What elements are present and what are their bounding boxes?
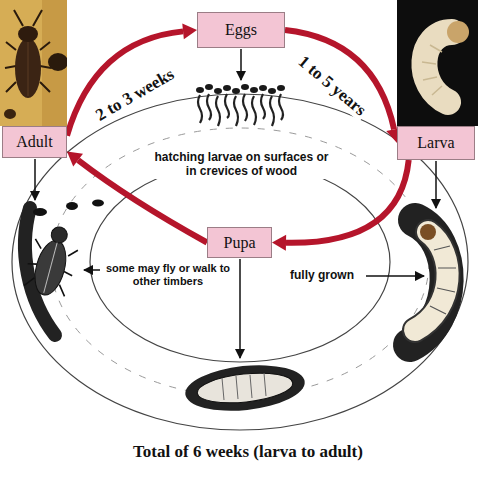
pointer-arrow <box>240 49 242 80</box>
exit-hole <box>4 109 16 119</box>
cycle-arrow-head <box>272 235 286 251</box>
note-text: fully grown <box>290 268 354 282</box>
beetle-photo <box>0 0 67 126</box>
beetle-head <box>49 225 69 245</box>
stage-box: Pupa <box>207 227 272 258</box>
pointer-arrow <box>435 161 437 208</box>
cycle-arrow <box>285 30 402 143</box>
larva-segments <box>430 246 456 314</box>
hatching-larvae <box>198 94 283 126</box>
wood-ring-inner <box>90 162 390 362</box>
larva-segments <box>422 45 442 95</box>
wood-surface <box>42 0 67 126</box>
beetle-body <box>15 38 41 98</box>
larva-photo-body <box>424 32 452 102</box>
larva-photo-head <box>447 21 469 43</box>
egg-cluster <box>196 84 285 94</box>
stage-name: Pupa <box>224 234 256 252</box>
stage-box: Larva <box>397 126 475 160</box>
duration-label: 2 to 3 weeks <box>90 63 179 126</box>
pupa-drawing <box>196 369 294 407</box>
cycle-arrow <box>67 23 197 135</box>
larva-tunnel <box>410 220 447 345</box>
cycle-arrow-head <box>182 23 197 39</box>
pointer-arrow <box>239 259 241 358</box>
beetle-body <box>30 237 72 298</box>
cycle-arrow-head <box>67 152 83 167</box>
beetle-head <box>18 26 38 42</box>
exit-hole <box>33 208 47 216</box>
stage-box: Eggs <box>197 12 285 48</box>
stage-name: Eggs <box>225 21 257 39</box>
stage-box: Adult <box>2 126 67 158</box>
pupa-segments <box>222 373 266 400</box>
adult-beetle-drawing <box>21 221 84 301</box>
note-text: some may fly or walk to other timbers <box>104 262 232 288</box>
beetle-wing-line <box>28 42 29 96</box>
exit-hole <box>66 202 78 210</box>
cycle-arrow-shaft <box>67 31 183 135</box>
pointer-arrow <box>84 269 100 271</box>
stage-name: Larva <box>417 134 454 152</box>
note-text: Total of 6 weeks (larva to adult) <box>90 442 406 462</box>
wood-surface <box>0 0 67 126</box>
beetle-wing-line <box>44 243 57 293</box>
note-text: hatching larvae on surfaces or in crevic… <box>149 150 334 179</box>
exit-hole <box>92 200 104 207</box>
wood-grain <box>51 128 429 396</box>
larva-drawing <box>415 232 448 330</box>
pointer-arrow <box>34 159 36 200</box>
cycle-arrow-shaft <box>285 30 394 129</box>
pointer-arrow <box>366 275 424 277</box>
larva-photo <box>397 0 478 126</box>
larva-outline <box>415 232 448 330</box>
larva-head <box>420 224 436 240</box>
pupa-chamber <box>183 360 307 416</box>
stage-name: Adult <box>16 133 52 151</box>
